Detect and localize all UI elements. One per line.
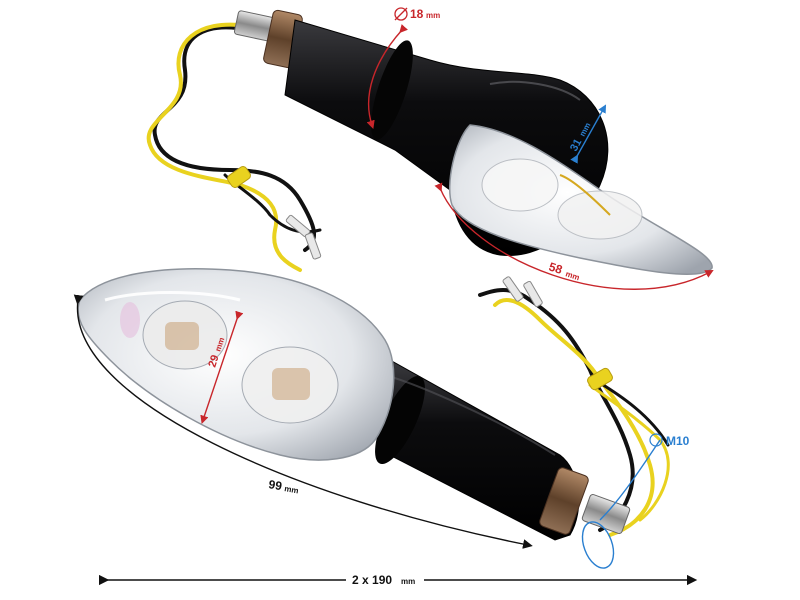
lens-length-unit: mm bbox=[564, 269, 580, 282]
diameter-symbol-icon bbox=[394, 7, 408, 21]
dimension-lens-height: 31 mm bbox=[568, 104, 607, 164]
dimension-body-length: 99 mm bbox=[73, 294, 533, 549]
bottom-indicator bbox=[77, 268, 670, 541]
top-wires bbox=[146, 22, 322, 272]
lens-height-label: 31 bbox=[568, 137, 584, 153]
total-length-unit: mm bbox=[401, 577, 415, 586]
dimension-lens-length: 58 mm bbox=[434, 182, 714, 290]
diameter-label: 18 bbox=[410, 7, 424, 21]
thread-symbol-icon bbox=[649, 433, 663, 447]
top-indicator bbox=[146, 9, 713, 276]
lens-length-label: 58 bbox=[547, 260, 564, 278]
dimension-total-length: 2 x 190 mm bbox=[98, 571, 698, 587]
thread-label: M10 bbox=[666, 434, 690, 448]
total-length-label: 2 x 190 bbox=[352, 573, 392, 587]
dimension-thread: M10 bbox=[581, 433, 690, 569]
body-length-unit: mm bbox=[284, 484, 300, 495]
diameter-unit: mm bbox=[426, 11, 440, 20]
bottom-lens bbox=[77, 268, 395, 461]
body-length-label: 99 bbox=[267, 477, 283, 493]
dimension-diameter: 18 mm bbox=[366, 7, 440, 129]
